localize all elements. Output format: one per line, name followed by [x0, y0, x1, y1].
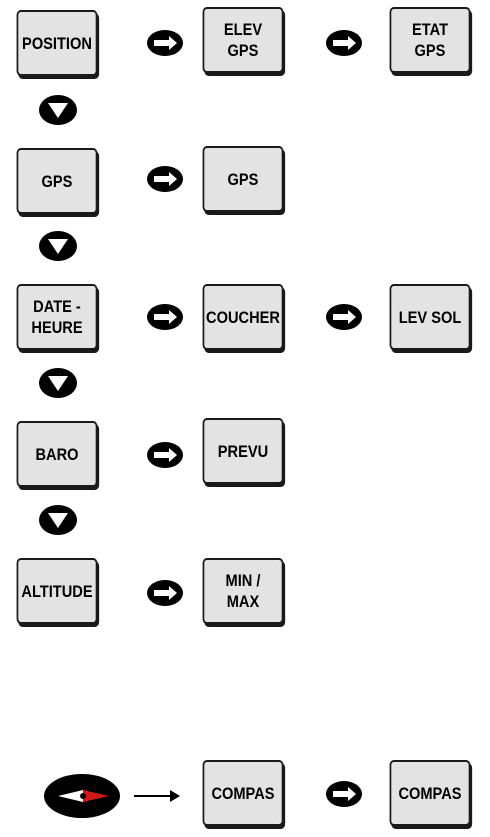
menu-box-baro[interactable]: BARO	[16, 421, 98, 487]
right-arrow-button-icon	[326, 781, 362, 807]
menu-box-etat-gps[interactable]: ETAT GPS	[389, 7, 471, 73]
right-arrow-button-icon	[326, 304, 362, 330]
right-arrow-button-icon	[147, 304, 183, 330]
menu-box-position[interactable]: POSITION	[16, 10, 98, 76]
down-arrow-button-icon	[39, 368, 77, 398]
menu-box-compas[interactable]: COMPAS	[202, 760, 284, 826]
menu-box-prevu[interactable]: PREVU	[202, 418, 284, 484]
menu-box-altitude[interactable]: ALTITUDE	[16, 558, 98, 624]
menu-box-min-max[interactable]: MIN / MAX	[202, 558, 284, 624]
right-arrow-button-icon	[147, 166, 183, 192]
right-arrow-button-icon	[147, 580, 183, 606]
right-arrow-button-icon	[147, 30, 183, 56]
down-arrow-button-icon	[39, 231, 77, 261]
down-arrow-button-icon	[39, 95, 77, 125]
menu-box-gps[interactable]: GPS	[16, 148, 98, 214]
down-arrow-button-icon	[39, 505, 77, 535]
menu-box-date-heure[interactable]: DATE - HEURE	[16, 284, 98, 350]
menu-box-coucher[interactable]: COUCHER	[202, 284, 284, 350]
right-arrow-button-icon	[147, 442, 183, 468]
flow-arrow	[134, 790, 180, 802]
menu-box-lev-sol[interactable]: LEV SOL	[389, 284, 471, 350]
menu-box-gps-sub[interactable]: GPS	[202, 146, 284, 212]
menu-box-elev-gps[interactable]: ELEV GPS	[202, 7, 284, 73]
right-arrow-button-icon	[326, 30, 362, 56]
menu-box-compas-sub[interactable]: COMPAS	[389, 760, 471, 826]
compass-icon	[43, 773, 121, 819]
